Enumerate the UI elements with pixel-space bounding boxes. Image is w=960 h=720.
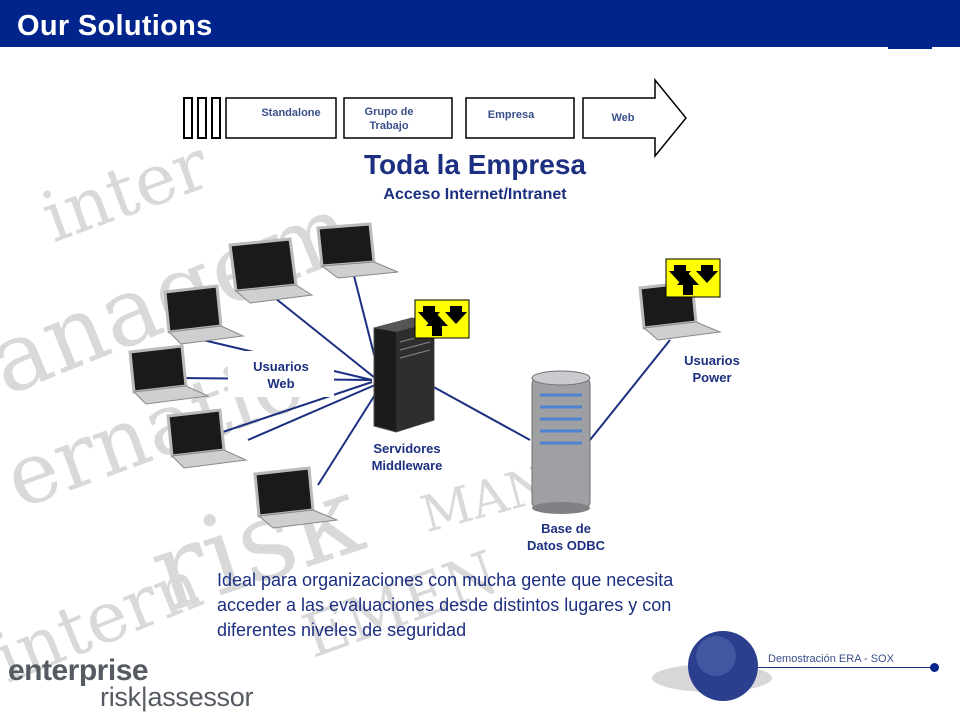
footer-dot: [930, 663, 939, 672]
label-usuarios-web-line1: Usuarios: [253, 359, 309, 374]
label-usuarios-power: Usuarios Power: [660, 352, 764, 386]
label-power-line1: Usuarios: [684, 353, 740, 368]
label-usuarios-web-line2: Web: [267, 376, 295, 391]
stage-arrow-web: [582, 77, 687, 159]
label-servidores: Servidores Middleware: [352, 440, 462, 474]
title-accent-line: [888, 47, 932, 49]
database-icon: [531, 370, 591, 514]
laptop-icon: [316, 222, 399, 279]
logo-enterprise: enterprise: [8, 654, 149, 687]
label-servidores-line1: Servidores: [373, 441, 441, 456]
footer-line: [758, 667, 934, 668]
stage-label-grupo: Grupo de Trabajo: [364, 106, 414, 132]
footer-text: Demostración ERA - SOX: [768, 653, 894, 665]
main-subtitle: Acceso Internet/Intranet: [383, 186, 567, 203]
arrows-badge-icon: [665, 258, 721, 298]
label-usuarios-web: Usuarios Web: [228, 358, 334, 392]
laptop-icon: [166, 408, 248, 469]
label-power-line2: Power: [692, 370, 732, 385]
main-title: Toda la Empresa: [363, 149, 586, 180]
label-servidores-line2: Middleware: [371, 458, 443, 473]
stage-label-web: Web: [611, 112, 635, 124]
usuarios-web-label-box: [228, 351, 334, 397]
stage-box-empresa: [465, 97, 575, 139]
arrows-badge-icon: [414, 299, 470, 339]
label-base-line2: Datos ODBC: [526, 538, 605, 553]
stage-label-standalone: Standalone: [261, 107, 321, 119]
laptop-icon: [253, 466, 339, 529]
stage-box-standalone: [225, 97, 337, 139]
page-title: Our Solutions: [17, 10, 213, 42]
stage-label-empresa: Empresa: [487, 109, 535, 121]
globe-icon: [652, 631, 772, 701]
label-base-datos: Base de Datos ODBC: [510, 520, 622, 554]
stage-bar-1: [183, 97, 193, 139]
stage-bars: [183, 97, 221, 139]
title-bar: Our Solutions: [0, 0, 960, 47]
server-icon: [373, 317, 435, 433]
laptop-icon: [228, 237, 314, 304]
description-text: Ideal para organizaciones con mucha gent…: [217, 570, 674, 640]
laptop-icon: [163, 284, 245, 345]
stage-bar-2: [197, 97, 207, 139]
stage-bar-3: [211, 97, 221, 139]
label-base-line1: Base de: [541, 521, 591, 536]
stage-box-grupo: [343, 97, 453, 139]
laptop-icon: [128, 344, 210, 405]
logo-risk-assessor: risk|assessor: [100, 682, 254, 712]
